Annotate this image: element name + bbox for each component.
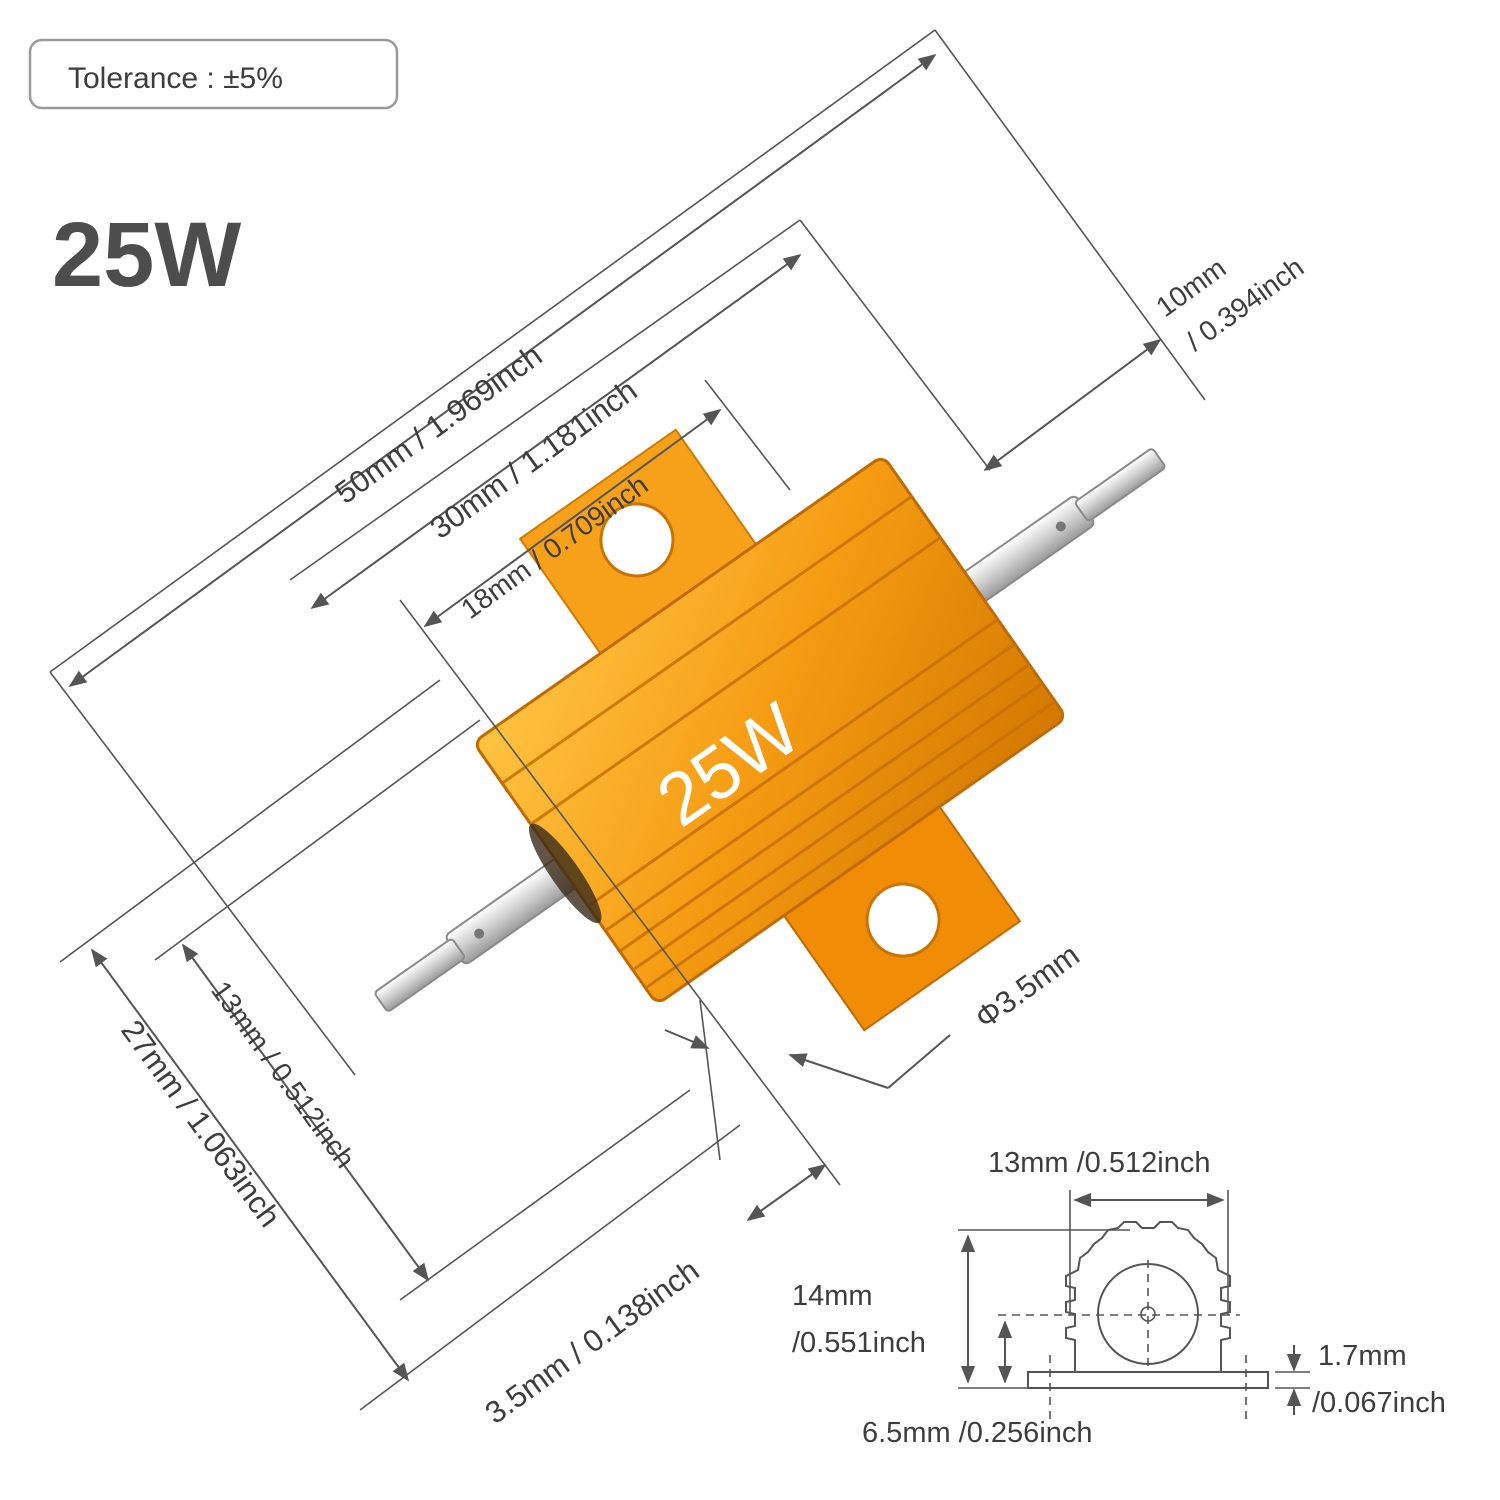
- side-width-label: 13mm /0.512inch: [988, 1147, 1210, 1179]
- tolerance-text: Tolerance : ±5%: [68, 62, 283, 95]
- side-thickness-in-label: /0.067inch: [1312, 1387, 1446, 1419]
- dim-lead-length: 10mm / 0.394inch: [983, 251, 1309, 472]
- side-axis-height-label: 6.5mm /0.256inch: [862, 1417, 1093, 1449]
- lead-left: [374, 857, 579, 1012]
- lead-right: [961, 448, 1166, 603]
- side-height-mm-label: 14mm: [792, 1280, 873, 1312]
- mounting-hole-bottom: [865, 882, 941, 958]
- dim-hole-diameter-label: Φ3.5mm: [969, 937, 1086, 1036]
- side-thickness-mm-label: 1.7mm: [1318, 1340, 1407, 1372]
- side-height-in-label: /0.551inch: [792, 1327, 926, 1359]
- power-title: 25W: [52, 204, 241, 306]
- tolerance-badge: Tolerance : ±5%: [28, 38, 399, 110]
- dim-tab-edge-label: 3.5mm / 0.138inch: [479, 1252, 706, 1430]
- side-view: 13mm /0.512inch 14mm /0.551inch 6.5mm /0…: [792, 1147, 1446, 1449]
- dim-tab-edge: 3.5mm / 0.138inch: [479, 999, 827, 1431]
